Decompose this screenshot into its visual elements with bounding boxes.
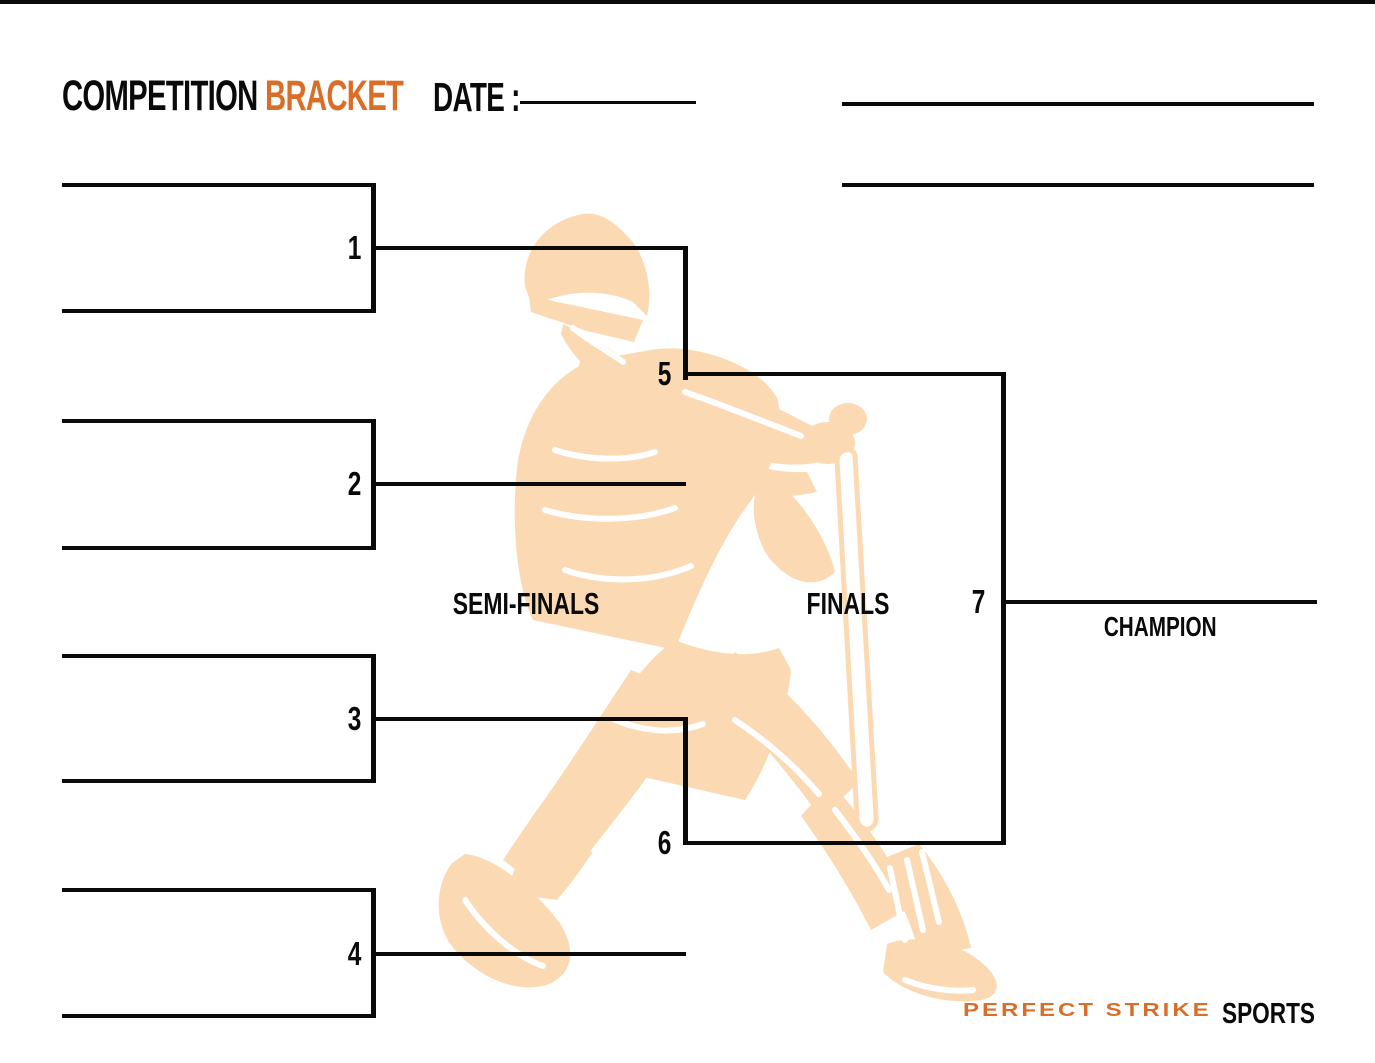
match1-advance-line <box>374 246 686 250</box>
baseball-batter-watermark <box>438 213 997 1002</box>
match2-bracket-join <box>371 419 376 550</box>
match4-advance-line <box>374 952 686 956</box>
page-title-word1: COMPETITION <box>62 72 258 120</box>
finals-label: FINALS <box>806 586 890 621</box>
entry-line-1 <box>842 102 1314 106</box>
brand-logo-text: PERFECT STRIKE <box>963 1000 1212 1021</box>
semifinal2-bracket-join <box>683 717 688 845</box>
match-number-5: 5 <box>657 355 671 392</box>
date-label: DATE : <box>433 74 520 120</box>
match1-bottom-line <box>62 309 375 313</box>
match4-bracket-join <box>371 888 376 1018</box>
page-title: COMPETITION BRACKET <box>62 75 564 118</box>
semifinal1-bracket-join <box>683 246 688 380</box>
match4-bottom-line <box>62 1014 375 1018</box>
match-number-3: 3 <box>347 700 361 737</box>
match2-bottom-line <box>62 546 375 550</box>
date-underline <box>520 101 696 104</box>
entry-line-2 <box>842 183 1314 187</box>
brand-suffix-text: SPORTS <box>1222 998 1316 1030</box>
semi-finals-label: SEMI-FINALS <box>452 586 600 621</box>
match1-bracket-join <box>371 183 376 313</box>
champion-line <box>1004 600 1317 604</box>
match3-advance-line <box>374 717 686 721</box>
match-number-2: 2 <box>347 465 361 502</box>
semifinal1-advance-line <box>686 372 1005 376</box>
page-title-word2: BRACKET <box>265 72 404 120</box>
match3-bottom-line <box>62 779 375 783</box>
champion-label: CHAMPION <box>1103 611 1217 642</box>
match-number-6: 6 <box>657 824 671 861</box>
match2-top-line <box>62 419 375 423</box>
match2-advance-line <box>374 482 686 486</box>
match-number-1: 1 <box>347 229 361 266</box>
match1-top-line <box>62 183 375 187</box>
final-bracket-join <box>1001 372 1006 845</box>
match-number-4: 4 <box>347 935 361 972</box>
semifinal2-advance-line <box>686 841 1005 845</box>
page-top-rule <box>0 0 1375 4</box>
match3-bracket-join <box>371 654 376 783</box>
match-number-7: 7 <box>971 583 985 620</box>
match4-top-line <box>62 888 375 892</box>
match3-top-line <box>62 654 375 658</box>
